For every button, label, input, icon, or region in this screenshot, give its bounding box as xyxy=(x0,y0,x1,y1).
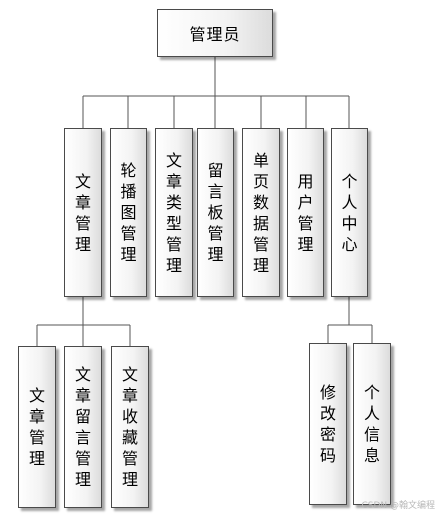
label-char: 人 xyxy=(341,192,358,212)
label-char: 用 xyxy=(297,171,314,191)
node-personal-info: 个人信息 xyxy=(353,343,391,505)
label-char: 章 xyxy=(121,386,138,405)
root-label: 管理员 xyxy=(189,25,241,44)
node-label: 文章留言管理 xyxy=(75,347,91,507)
label-char: 修 xyxy=(319,383,336,402)
label-char: 播 xyxy=(120,182,137,201)
watermark: CSDN @翰文编程 xyxy=(361,501,435,511)
node-personal-center: 个人中心 xyxy=(331,128,368,297)
label-char: 信 xyxy=(363,425,380,444)
label-char: 理 xyxy=(297,234,314,254)
label-char: 板 xyxy=(207,203,224,222)
label-char: 章 xyxy=(28,407,45,426)
label-char: 留 xyxy=(207,161,224,180)
label-char: 理 xyxy=(121,470,138,489)
label-char: 章 xyxy=(74,192,91,212)
label-char: 户 xyxy=(297,192,314,212)
label-char: 管 xyxy=(252,234,269,254)
label-char: 言 xyxy=(207,182,224,201)
node-single-page-data-management: 单页数据管理 xyxy=(242,128,280,297)
label-char: 言 xyxy=(74,428,91,447)
node-label: 文章类型管理 xyxy=(166,129,182,296)
label-char: 码 xyxy=(319,446,336,465)
label-char: 数 xyxy=(252,192,269,212)
label-char: 留 xyxy=(74,407,91,426)
label-char: 管 xyxy=(120,224,137,243)
label-char: 个 xyxy=(341,171,358,191)
node-article-management-sub: 文章管理 xyxy=(18,346,56,508)
label-char: 理 xyxy=(120,245,137,264)
label-char: 息 xyxy=(363,446,380,465)
label-char: 理 xyxy=(252,255,269,275)
label-char: 管 xyxy=(207,224,224,243)
node-label: 个人信息 xyxy=(364,344,380,504)
node-article-management: 文章管理 xyxy=(64,128,102,297)
label-char: 章 xyxy=(74,386,91,405)
label-char: 据 xyxy=(252,213,269,233)
label-char: 收 xyxy=(121,407,138,426)
label-char: 理 xyxy=(74,470,91,489)
node-carousel-management: 轮播图管理 xyxy=(110,128,147,297)
label-char: 理 xyxy=(74,234,91,254)
label-char: 心 xyxy=(341,234,358,254)
label-char: 文 xyxy=(121,365,138,384)
node-article-type-management: 文章类型管理 xyxy=(155,128,193,297)
label-char: 理 xyxy=(28,449,45,468)
label-char: 管 xyxy=(74,449,91,468)
node-label: 单页数据管理 xyxy=(253,129,269,296)
root-node: 管理员 xyxy=(157,9,273,57)
label-char: 类 xyxy=(165,192,182,212)
label-char: 管 xyxy=(74,213,91,233)
node-label: 修改密码 xyxy=(320,344,336,504)
label-char: 文 xyxy=(74,365,91,384)
label-char: 单 xyxy=(252,150,269,170)
label-char: 图 xyxy=(120,203,137,222)
node-label: 用户管理 xyxy=(297,129,313,296)
label-char: 管 xyxy=(121,449,138,468)
node-label: 文章收藏管理 xyxy=(122,347,138,507)
label-char: 人 xyxy=(363,404,380,423)
node-change-password: 修改密码 xyxy=(309,343,347,505)
label-char: 管 xyxy=(165,234,182,254)
label-char: 藏 xyxy=(121,428,138,447)
label-char: 管 xyxy=(28,428,45,447)
node-message-board-management: 留言板管理 xyxy=(197,128,234,297)
label-char: 文 xyxy=(28,386,45,405)
node-label: 文章管理 xyxy=(75,129,91,296)
node-label: 轮播图管理 xyxy=(120,129,136,296)
label-char: 轮 xyxy=(120,161,137,180)
node-article-favorite-management: 文章收藏管理 xyxy=(111,346,149,508)
label-char: 章 xyxy=(165,171,182,191)
label-char: 改 xyxy=(319,404,336,423)
node-label: 文章管理 xyxy=(29,347,45,507)
node-label: 留言板管理 xyxy=(207,129,223,296)
node-article-comment-management: 文章留言管理 xyxy=(64,346,102,508)
node-label: 个人中心 xyxy=(341,129,357,296)
label-char: 个 xyxy=(363,383,380,402)
label-char: 页 xyxy=(252,171,269,191)
label-char: 文 xyxy=(165,150,182,170)
label-char: 理 xyxy=(207,245,224,264)
label-char: 理 xyxy=(165,255,182,275)
label-char: 管 xyxy=(297,213,314,233)
node-user-management: 用户管理 xyxy=(287,128,324,297)
label-char: 密 xyxy=(319,425,336,444)
label-char: 中 xyxy=(341,213,358,233)
label-char: 文 xyxy=(74,171,91,191)
label-char: 型 xyxy=(165,213,182,233)
